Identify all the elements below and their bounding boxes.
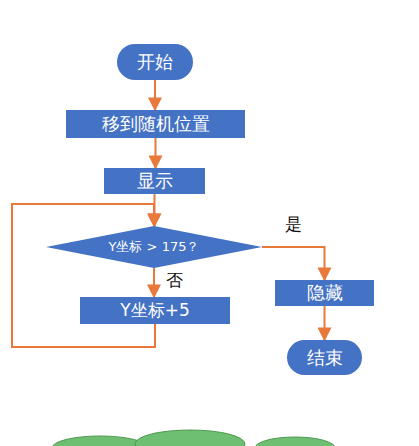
node-text: Y坐标+5 [120, 301, 189, 320]
node-text: 移到随机位置 [102, 114, 210, 134]
node-text: Y坐标 > 175？ [109, 240, 200, 254]
process-box: 显示 [104, 168, 205, 194]
start-terminal: 开始 [117, 44, 193, 80]
node-text: 隐藏 [307, 283, 343, 303]
flow-arrow [154, 80, 156, 110]
node-text: 显示 [137, 171, 173, 191]
flow-arrow [324, 306, 326, 340]
process-box: 隐藏 [275, 280, 374, 306]
green-bush [255, 437, 335, 446]
flow-arrow [155, 138, 157, 168]
node-text: 开始 [137, 52, 173, 72]
edge-label: 是 [283, 215, 304, 234]
flow-arrow [262, 247, 325, 280]
green-bush [52, 436, 148, 446]
flow-arrow [12, 204, 155, 347]
decision-diamond: Y坐标 > 175？ [46, 226, 262, 268]
edge-label: 否 [164, 271, 185, 290]
node-text: 结束 [307, 348, 343, 368]
end-terminal: 结束 [287, 340, 362, 375]
green-bush [135, 430, 245, 446]
process-box: Y坐标+5 [80, 297, 230, 324]
flow-arrow [153, 268, 155, 297]
process-box: 移到随机位置 [66, 110, 245, 138]
